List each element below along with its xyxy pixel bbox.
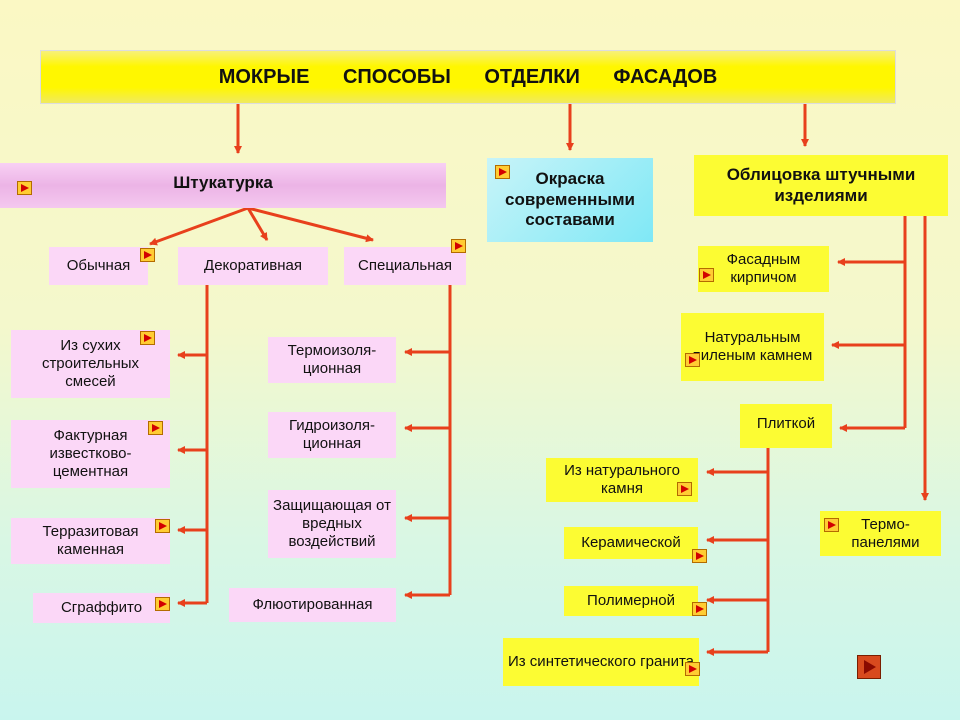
link-marker-icon[interactable]	[677, 482, 692, 496]
plaster-type-decorative-label: Декоративная	[204, 257, 302, 274]
link-marker-icon[interactable]	[824, 518, 839, 532]
plaster-type-decorative[interactable]: Декоративная	[178, 247, 328, 285]
special-item[interactable]: Термоизоля-ционная	[268, 337, 396, 383]
decorative-item[interactable]: Терразитовая каменная	[11, 518, 170, 564]
tile-item[interactable]: Полимерной	[564, 586, 698, 616]
special-item[interactable]: Защищающая от вредных воздействий	[268, 490, 396, 558]
decorative-item-label: Терразитовая каменная	[42, 523, 139, 558]
page-title: МОКРЫЕ СПОСОБЫ ОТДЕЛКИ ФАСАДОВ	[40, 50, 896, 104]
special-item-label: Защищающая от вредных воздействий	[273, 497, 391, 550]
link-marker-icon[interactable]	[451, 239, 466, 253]
link-marker-icon[interactable]	[495, 165, 510, 179]
plaster-type-ordinary[interactable]: Обычная	[49, 247, 148, 285]
link-marker-icon[interactable]	[685, 353, 700, 367]
tile-item-label: Из натурального камня	[564, 462, 680, 497]
tile-item-label: Керамической	[581, 534, 681, 551]
decorative-item-label: Фактурная известково-цементная	[49, 427, 132, 480]
cladding-item-stone-label: Натуральным пиленым камнем	[692, 329, 813, 364]
link-marker-icon[interactable]	[140, 248, 155, 262]
link-marker-icon[interactable]	[692, 602, 707, 616]
special-item[interactable]: Гидроизоля-ционная	[268, 412, 396, 458]
decorative-item-label: Из сухих строительных смесей	[41, 337, 140, 390]
decorative-item[interactable]: Сграффито	[33, 593, 170, 623]
decorative-item[interactable]: Из сухих строительных смесей	[11, 330, 170, 398]
link-marker-icon[interactable]	[140, 331, 155, 345]
cladding-item-stone[interactable]: Натуральным пиленым камнем	[681, 313, 824, 381]
plaster-type-ordinary-label: Обычная	[66, 257, 131, 274]
tile-item-label: Из синтетического гранита	[507, 653, 695, 670]
link-marker-icon[interactable]	[692, 549, 707, 563]
category-plaster-label: Штукатурка	[173, 173, 273, 192]
category-plaster[interactable]: Штукатурка	[0, 163, 446, 208]
tile-item[interactable]: Из синтетического гранита	[503, 638, 699, 686]
link-marker-icon[interactable]	[155, 597, 170, 611]
play-arrow-icon	[864, 660, 876, 674]
tile-item-label: Полимерной	[587, 592, 675, 609]
plaster-type-special[interactable]: Специальная	[344, 247, 466, 285]
cladding-item-thermo-label: Термо-панелями	[851, 515, 920, 551]
category-cladding-label: Облицовка штучными изделиями	[726, 165, 916, 205]
special-item-label: Флюотированная	[252, 596, 373, 613]
category-painting-label: Окраска современными составами	[504, 169, 635, 230]
decorative-item[interactable]: Фактурная известково-цементная	[11, 420, 170, 488]
special-item[interactable]: Флюотированная	[229, 588, 396, 622]
cladding-item-thermo[interactable]: Термо-панелями	[820, 511, 941, 556]
tile-item[interactable]: Из натурального камня	[546, 458, 698, 502]
link-marker-icon[interactable]	[148, 421, 163, 435]
cladding-item-brick-label: Фасадным кирпичом	[726, 251, 801, 286]
cladding-item-tile-label: Плиткой	[756, 415, 816, 432]
link-marker-icon[interactable]	[685, 662, 700, 676]
special-item-label: Гидроизоля-ционная	[288, 417, 376, 452]
link-marker-icon[interactable]	[699, 268, 714, 282]
category-cladding[interactable]: Облицовка штучными изделиями	[694, 155, 948, 216]
cladding-item-tile[interactable]: Плиткой	[740, 404, 832, 448]
next-slide-button[interactable]	[857, 655, 881, 679]
link-marker-icon[interactable]	[17, 181, 32, 195]
plaster-type-special-label: Специальная	[358, 257, 452, 274]
category-painting[interactable]: Окраска современными составами	[487, 158, 653, 242]
cladding-item-brick[interactable]: Фасадным кирпичом	[698, 246, 829, 292]
special-item-label: Термоизоля-ционная	[287, 342, 377, 377]
tile-item[interactable]: Керамической	[564, 527, 698, 559]
link-marker-icon[interactable]	[155, 519, 170, 533]
decorative-item-label: Сграффито	[60, 599, 143, 616]
